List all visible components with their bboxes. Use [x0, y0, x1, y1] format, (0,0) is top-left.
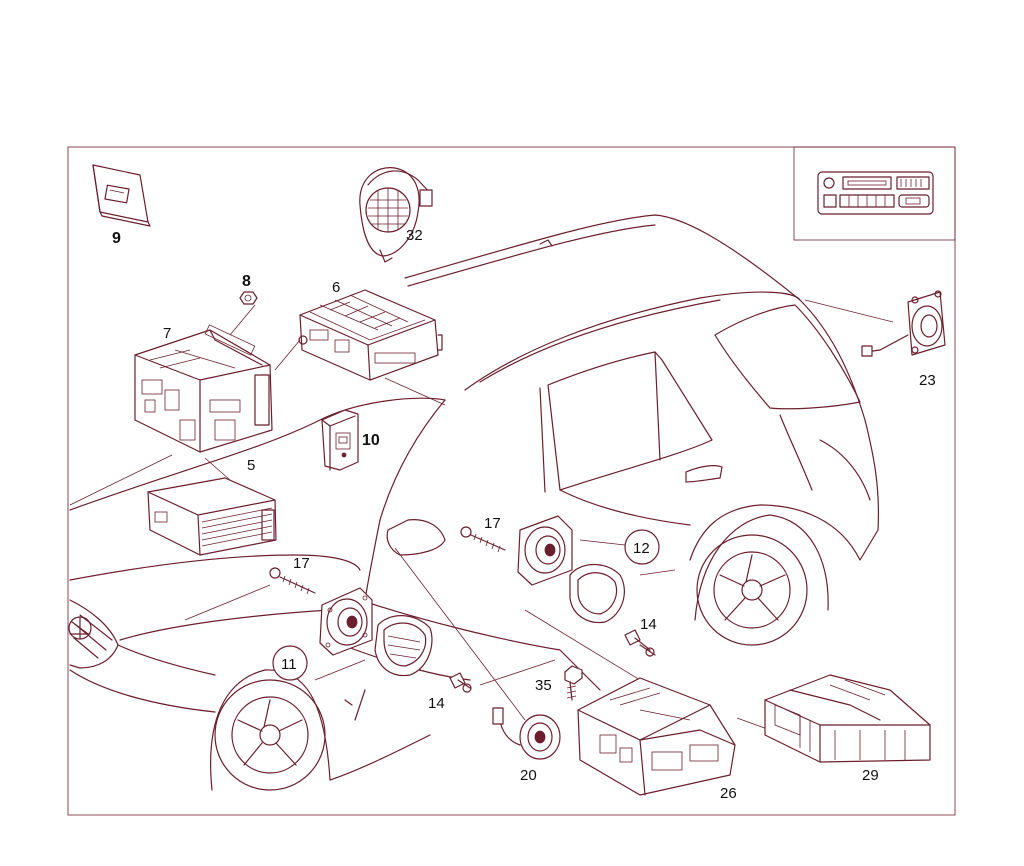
clip-part-left	[449, 672, 472, 693]
rear-speaker-housing-part	[569, 563, 625, 624]
callout-9: 9	[112, 230, 121, 247]
callout-8: 8	[242, 273, 251, 290]
rear-speaker-part	[861, 290, 946, 357]
callout-23: 23	[919, 372, 936, 389]
callout-11: 11	[281, 656, 297, 673]
tweeter-part	[359, 167, 433, 263]
screw-part-left	[269, 567, 316, 595]
callout-17-left: 17	[293, 555, 310, 572]
callout-12: 12	[633, 540, 650, 557]
callout-29: 29	[862, 767, 879, 784]
screw-part-35	[564, 665, 583, 701]
callout-14-left: 14	[428, 695, 445, 712]
callout-circle-11	[272, 645, 308, 681]
rear-door-speaker-part	[517, 515, 573, 586]
callout-32: 32	[406, 227, 423, 244]
callout-5: 5	[247, 457, 255, 474]
callout-17-right: 17	[484, 515, 501, 532]
callout-35: 35	[535, 677, 552, 694]
callout-26: 26	[720, 785, 737, 802]
diagram-frame	[67, 146, 956, 816]
radio-chassis-part	[298, 289, 443, 381]
screw-part-right	[460, 526, 506, 553]
center-speaker-part	[492, 707, 561, 760]
callout-circle-12	[624, 529, 660, 565]
radio-unit-part	[134, 324, 273, 453]
cd-changer-part	[147, 477, 277, 556]
front-door-speaker-part	[319, 587, 373, 656]
subwoofer-part	[764, 674, 931, 763]
front-speaker-housing-part	[374, 615, 433, 677]
callout-7: 7	[163, 325, 171, 342]
amplifier-part	[577, 677, 736, 796]
vehicle-outline	[68, 214, 880, 791]
callout-10: 10	[362, 432, 380, 449]
leader-lines	[69, 299, 894, 731]
nut-part	[239, 291, 258, 305]
radio-faceplate-inset	[793, 146, 956, 241]
callout-20: 20	[520, 767, 537, 784]
callout-14-right: 14	[640, 616, 657, 633]
bracket-part	[321, 409, 359, 471]
callout-6: 6	[332, 279, 340, 296]
owner-manual-part	[92, 164, 151, 227]
clip-part-right	[624, 629, 656, 657]
